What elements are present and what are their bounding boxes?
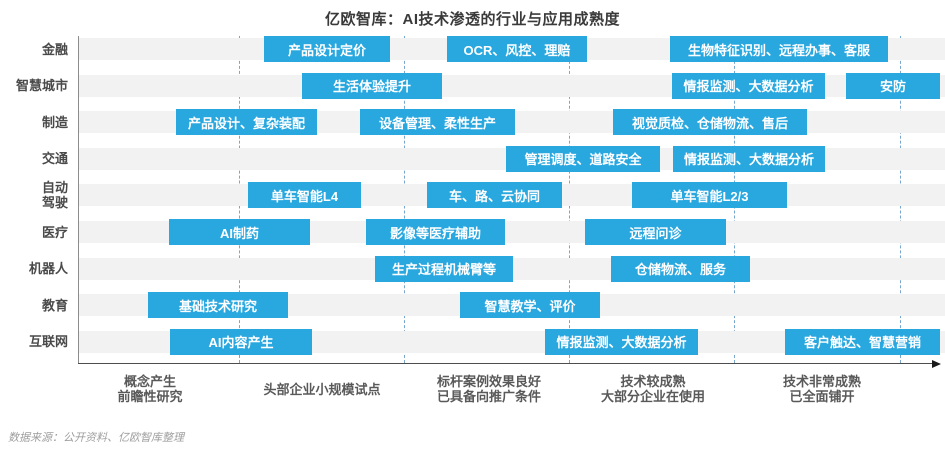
maturity-bar: OCR、风控、理赔 (447, 36, 587, 62)
maturity-bar: 单车智能L4 (248, 182, 361, 209)
category-label-line: 医疗 (41, 224, 68, 240)
stage-label-line: 技术非常成熟 (782, 374, 861, 389)
category-label-line: 互联网 (28, 334, 68, 350)
stage-label-line: 技术较成熟 (620, 374, 686, 389)
maturity-bar: 客户触达、智慧营销 (785, 328, 940, 355)
category-label: 金融 (0, 42, 68, 57)
maturity-bar: 生活体验提升 (302, 72, 442, 99)
maturity-bar: 仓储物流、服务 (611, 255, 750, 282)
category-label-line: 金融 (41, 41, 68, 57)
category-label: 医疗 (0, 225, 68, 240)
maturity-bar: 单车智能L2/3 (632, 182, 787, 209)
category-label-line: 机器人 (28, 261, 68, 277)
category-label: 互联网 (0, 334, 68, 349)
category-label-line: 交通 (41, 151, 68, 167)
maturity-bar: 产品设计、复杂装配 (176, 109, 317, 136)
category-label-line: 教育 (41, 297, 68, 313)
maturity-bar: 影像等医疗辅助 (366, 219, 505, 245)
stage-label-line: 已具备向推广条件 (436, 389, 541, 404)
maturity-bar: 基础技术研究 (148, 292, 288, 319)
stage-label: 标杆案例效果良好已具备向推广条件 (399, 372, 579, 406)
maturity-bar: 生产过程机械臂等 (375, 255, 513, 282)
stage-label: 技术较成熟大部分企业在使用 (563, 372, 743, 406)
maturity-bar: 远程问诊 (585, 219, 726, 245)
maturity-bar: 生物特征识别、远程办事、客服 (670, 36, 888, 62)
maturity-bar: 智慧教学、评价 (460, 292, 600, 319)
category-label: 交通 (0, 151, 68, 166)
maturity-bar: 管理调度、道路安全 (506, 145, 660, 172)
y-axis-line (78, 36, 79, 364)
chart-title: 亿欧智库：AI技术渗透的行业与应用成熟度 (324, 11, 620, 28)
category-label-line: 制造 (41, 114, 68, 130)
maturity-bar: 情报监测、大数据分析 (545, 328, 698, 355)
category-label: 自动驾驶 (0, 180, 68, 210)
source-note: 数据来源：公开资料、亿欧智库整理 (8, 432, 184, 444)
stage-label: 概念产生前瞻性研究 (60, 372, 240, 406)
stage-label: 头部企业小规模试点 (232, 372, 412, 406)
maturity-bar: 视觉质检、仓储物流、售后 (613, 109, 807, 136)
stage-label-line: 大部分企业在使用 (600, 389, 705, 404)
stage-label-line: 标杆案例效果良好 (436, 374, 541, 389)
category-label: 机器人 (0, 261, 68, 276)
stage-label-line: 已全面铺开 (789, 389, 855, 404)
stage-label-line: 头部企业小规模试点 (263, 381, 381, 397)
maturity-bar: 设备管理、柔性生产 (360, 109, 515, 136)
category-label: 制造 (0, 115, 68, 130)
maturity-bar: 车、路、云协同 (427, 182, 562, 209)
maturity-bar: AI内容产生 (170, 328, 312, 355)
maturity-bar: 情报监测、大数据分析 (673, 145, 825, 172)
axis-arrow-icon (932, 359, 941, 368)
maturity-bar: AI制药 (169, 219, 310, 245)
category-label: 智慧城市 (0, 78, 68, 93)
maturity-bar: 情报监测、大数据分析 (672, 72, 825, 99)
maturity-bar: 产品设计定价 (264, 36, 390, 62)
category-label-line: 驾驶 (41, 195, 68, 211)
stage-label: 技术非常成熟已全面铺开 (732, 372, 912, 406)
category-label-line: 自动 (41, 180, 68, 196)
category-label-line: 智慧城市 (15, 78, 68, 94)
maturity-bar: 安防 (846, 72, 940, 99)
x-axis-line (78, 363, 932, 364)
stage-label-line: 前瞻性研究 (117, 389, 183, 404)
stage-label-line: 概念产生 (123, 374, 176, 389)
category-label: 教育 (0, 298, 68, 313)
